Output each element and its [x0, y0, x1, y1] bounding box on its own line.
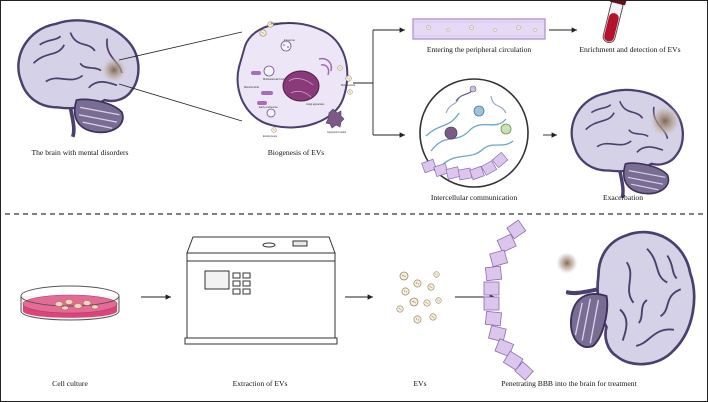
label-entering-peripheral-circulation: Entering the peripheral circulation: [426, 45, 532, 54]
branch-arrows: [353, 27, 577, 138]
centrifuge-illustration: [184, 236, 338, 345]
label-multivesicular-body: Multivesicular body: [263, 77, 286, 81]
label-evs: EVs: [413, 379, 427, 388]
label-mitochondria: Mitochondria: [244, 85, 259, 89]
label-enrichment-detection-evs: Enrichment and detection of EVs: [579, 45, 681, 54]
label-brain-with-mental-disorders: The brain with mental disorders: [31, 148, 129, 157]
blood-test-tube-icon: [602, 1, 627, 44]
label-intercellular-communication: Intercellular communication: [430, 193, 518, 202]
apoptotic-body-shape: [325, 108, 345, 129]
label-cell-culture: Cell culture: [52, 379, 88, 388]
ev-biogenesis-cell: Extracellular vesicles Exosome Multivesi…: [236, 21, 356, 138]
label-apoptotic-bodies: Apoptotic bodies: [327, 130, 347, 134]
label-exacerbation: Exacerbation: [602, 193, 644, 202]
lesion-spot: [101, 57, 127, 83]
treated-lesion-spot: [556, 252, 578, 274]
treated-brain-illustration: [556, 232, 694, 364]
brain-with-disorder-illustration: [16, 18, 141, 138]
blood-brain-barrier-cell-arc: [483, 219, 534, 381]
label-golgi-apparatus: Golgi apparatus: [306, 102, 325, 106]
zoom-line-top: [118, 31, 243, 61]
label-extraction-of-evs: Extraction of EVs: [232, 379, 288, 388]
label-biogenesis-of-evs: Biogenesis of EVs: [267, 148, 325, 157]
label-microvesicle: Microvesicle: [341, 83, 356, 87]
label-penetrating-bbb: Penetrating BBB into the brain for treat…: [501, 379, 637, 388]
ev-particles-cluster: [396, 271, 442, 324]
label-endocytosis: Endocytosis: [263, 134, 278, 138]
label-exosome: Exosome: [284, 38, 295, 42]
exacerbated-brain-illustration: [569, 88, 685, 199]
label-early-endosome: Early endosome: [259, 105, 278, 109]
cell-culture-dish-illustration: [20, 285, 120, 321]
label-extracellular-vesicles: Extracellular vesicles: [271, 21, 296, 25]
enlarged-lesion-spot: [649, 105, 681, 137]
intercellular-communication-illustration: [419, 78, 529, 188]
zoom-line-bottom: [118, 83, 243, 122]
peripheral-vessel-illustration: [412, 18, 546, 40]
